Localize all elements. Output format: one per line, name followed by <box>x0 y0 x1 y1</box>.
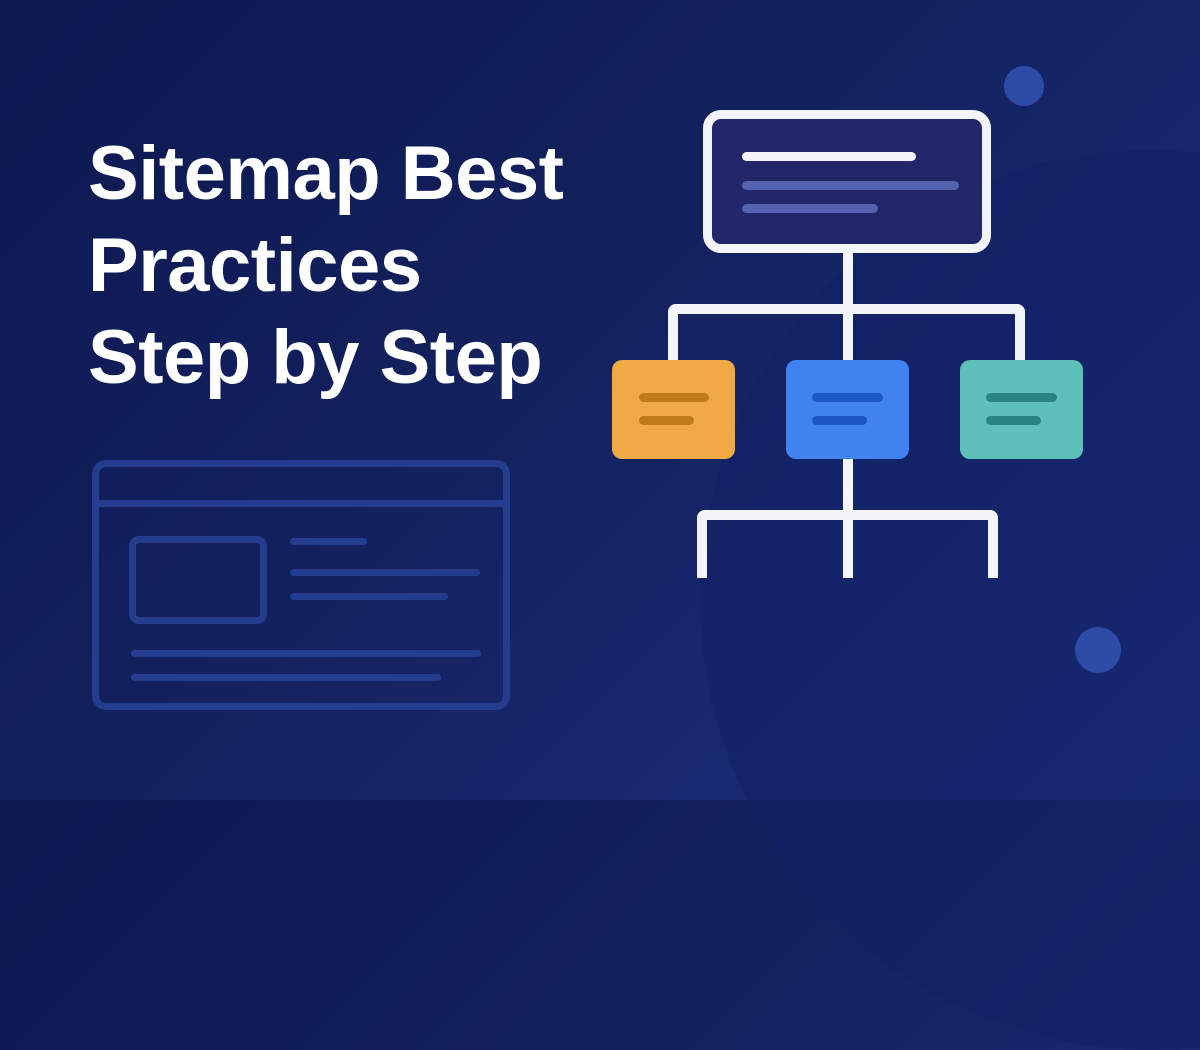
root-title-line <box>742 152 916 161</box>
image-placeholder-icon <box>129 536 267 624</box>
connector-bottom-right-drop <box>988 510 998 578</box>
title-line-2: Practices <box>88 223 422 308</box>
decorative-dot-top <box>1004 66 1044 106</box>
text-placeholder-line <box>131 650 481 657</box>
browser-wireframe-icon <box>92 460 510 710</box>
node-text-line <box>986 416 1041 425</box>
text-placeholder-line <box>131 674 441 681</box>
node-text-line <box>812 393 883 402</box>
background-wave <box>700 150 1200 1050</box>
text-placeholder-line <box>290 569 480 576</box>
node-text-line <box>639 393 709 402</box>
text-placeholder-line <box>290 593 448 600</box>
text-placeholder-line <box>290 538 367 545</box>
browser-toolbar-divider <box>99 500 503 507</box>
decorative-dot-bottom <box>1075 627 1121 673</box>
root-page-node <box>703 110 991 253</box>
root-text-line <box>742 204 878 213</box>
connector-left-drop <box>668 304 678 362</box>
title-line-3: Step by Step <box>88 315 543 400</box>
connector-horizontal-bottom <box>697 510 998 520</box>
title-line-1: Sitemap Best <box>88 131 564 216</box>
child-node-blue <box>786 360 909 459</box>
page-title: Sitemap Best Practices Step by Step <box>88 128 564 404</box>
node-text-line <box>812 416 867 425</box>
connector-right-drop <box>1015 304 1025 362</box>
connector-horizontal-top <box>668 304 1025 314</box>
node-text-line <box>986 393 1057 402</box>
root-text-line <box>742 181 959 190</box>
connector-bottom-left-drop <box>697 510 707 578</box>
child-node-orange <box>612 360 735 459</box>
child-node-teal <box>960 360 1083 459</box>
node-text-line <box>639 416 694 425</box>
